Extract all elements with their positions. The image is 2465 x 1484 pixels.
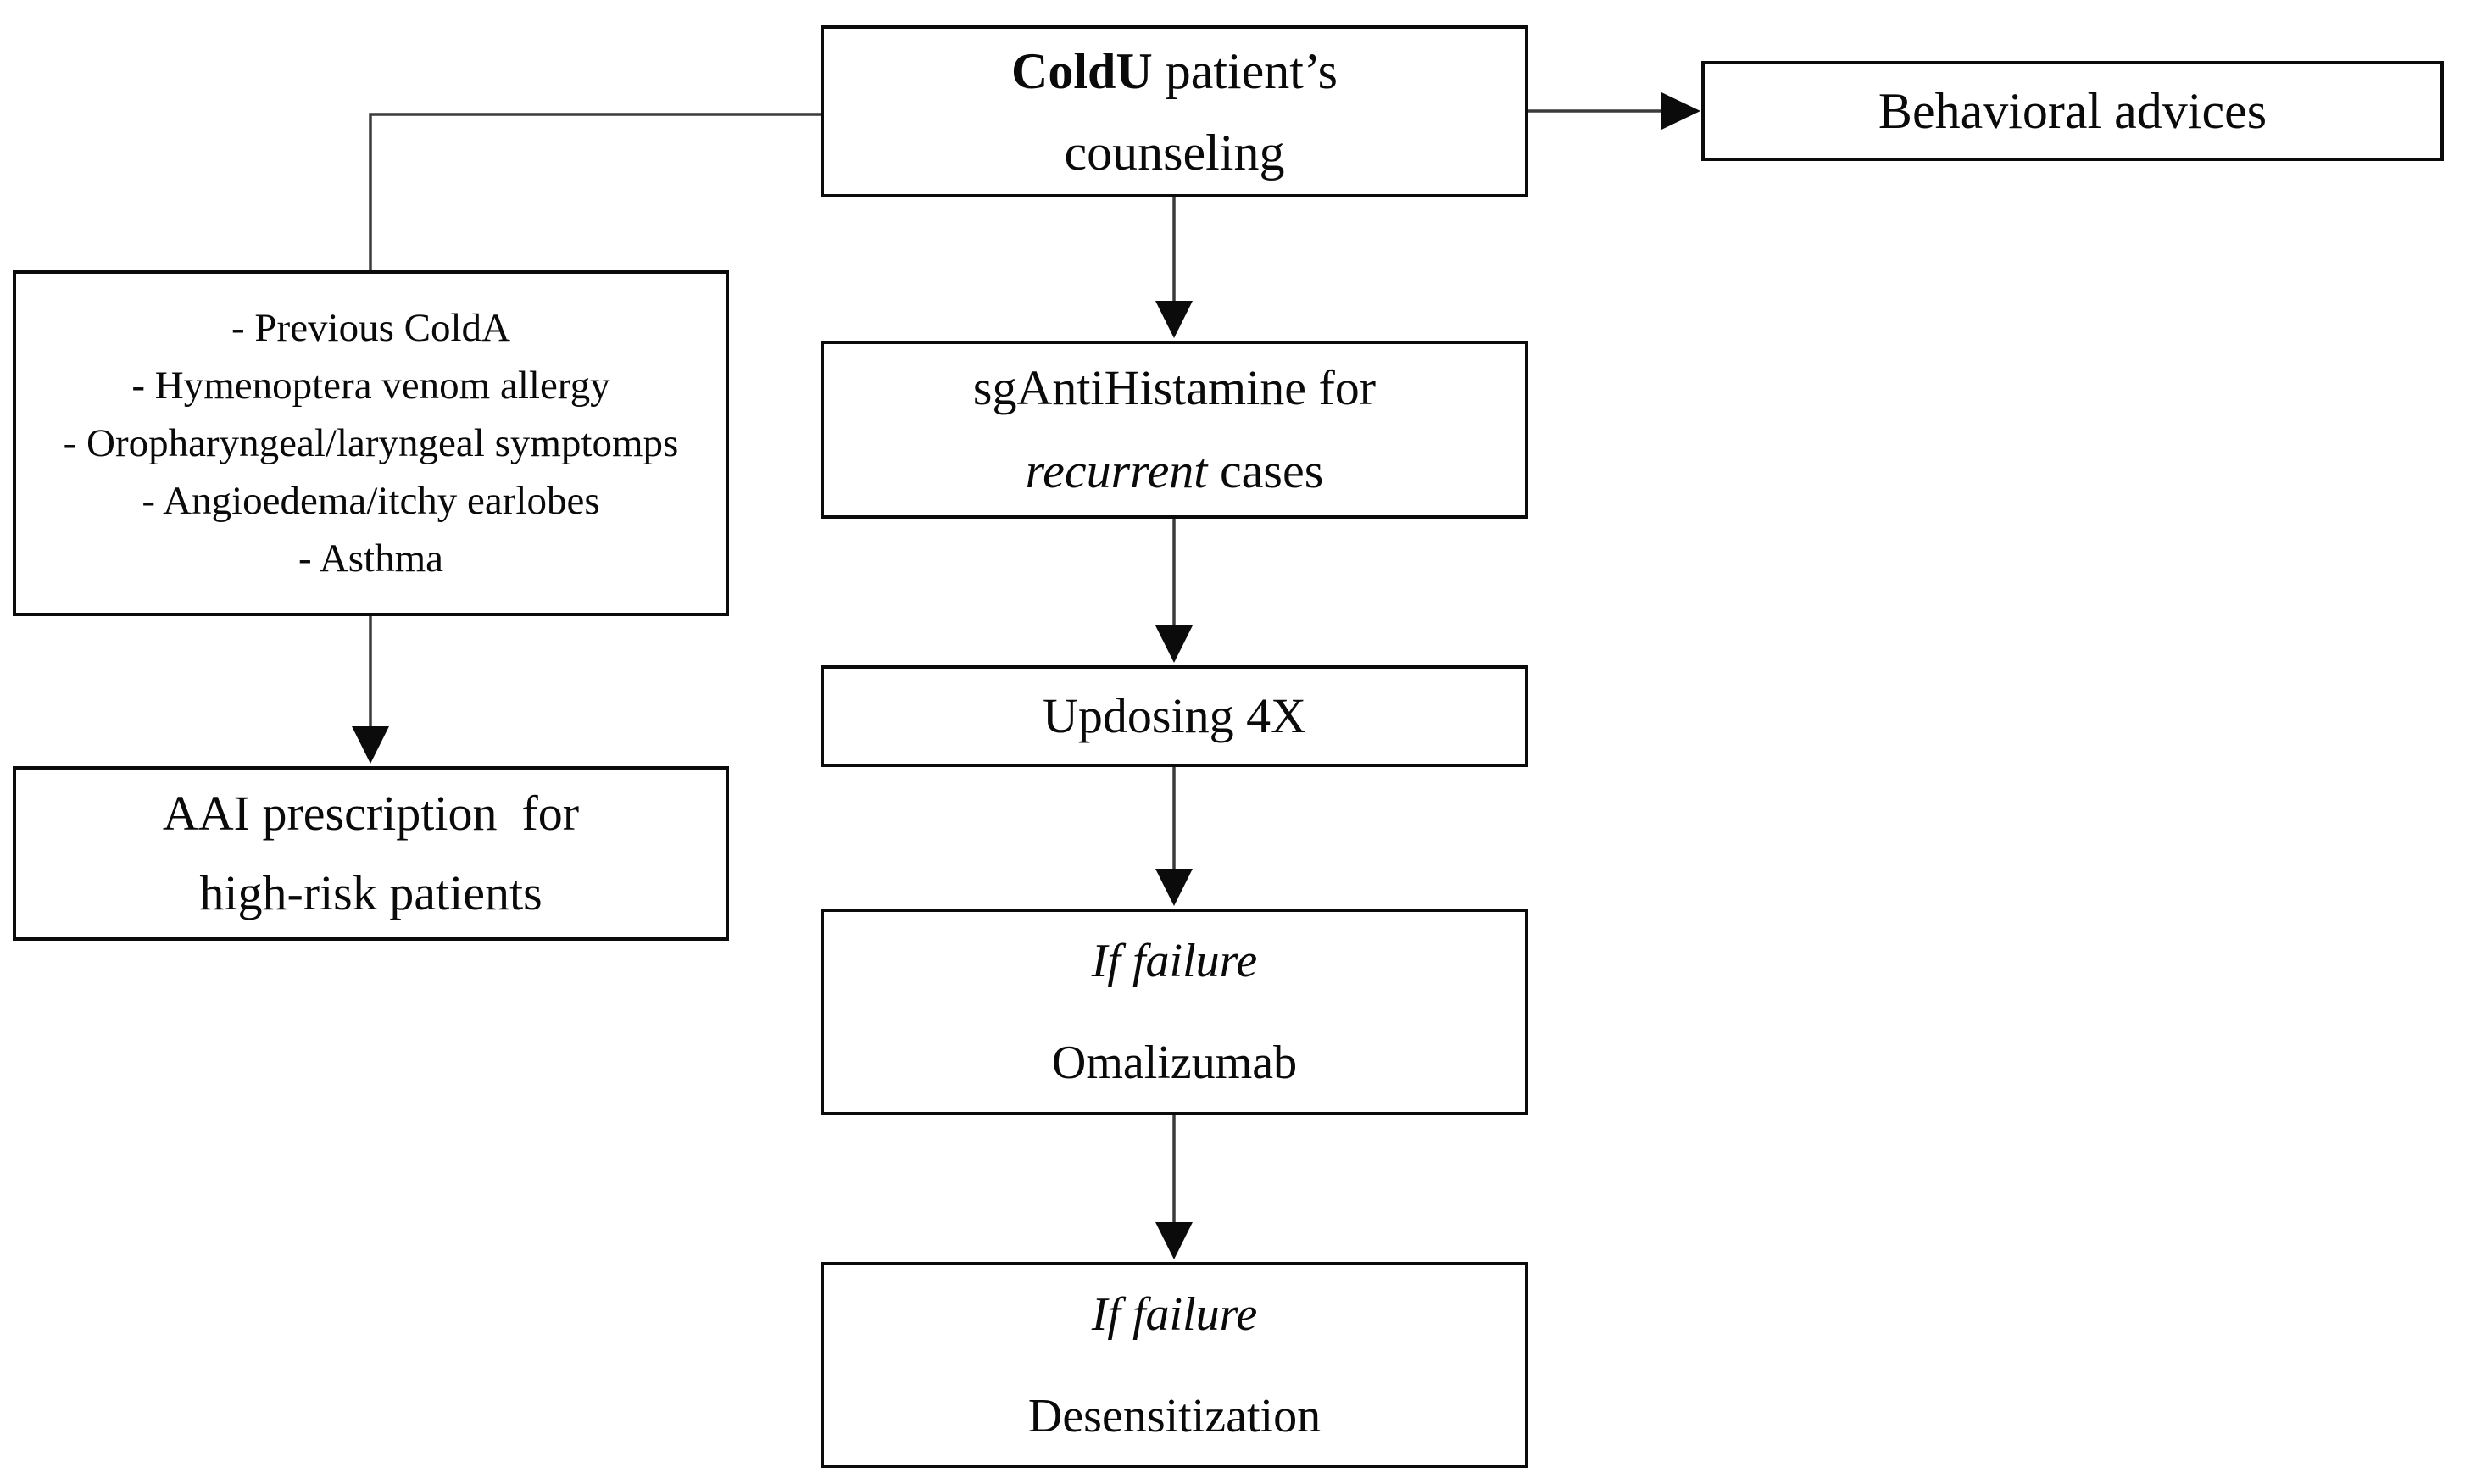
updosing-label: Updosing 4X <box>1043 688 1306 743</box>
antihistamine-line1: sgAntiHistamine for <box>972 360 1377 415</box>
coldu-counseling-line1: ColdU patient’s <box>1011 31 1338 112</box>
arrowhead-updosing <box>1155 625 1193 663</box>
node-omalizumab: If failure Omalizumab <box>821 909 1528 1115</box>
risk-factor-item: - Asthma <box>298 536 444 581</box>
aai-prescription-line2: high-risk patients <box>199 865 543 920</box>
risk-factor-item: - Previous ColdA <box>231 306 510 350</box>
arrowhead-omalizumab <box>1155 869 1193 906</box>
coldu-bold-text: ColdU <box>1011 42 1153 99</box>
omalizumab-label: Omalizumab <box>1051 1037 1298 1089</box>
node-risk-factors: - Previous ColdA - Hymenoptera venom all… <box>13 270 729 616</box>
desensitization-label: Desensitization <box>1027 1389 1322 1442</box>
antihistamine-recurrent-italic: recurrent <box>1025 443 1208 498</box>
node-antihistamine: sgAntiHistamine for recurrent cases <box>821 341 1528 519</box>
coldu-rest-text: patient’s <box>1152 42 1338 99</box>
antihistamine-cases-text: cases <box>1207 443 1324 498</box>
coldu-counseling-line2: counseling <box>1064 124 1285 181</box>
node-aai-prescription: AAI prescription for high-risk patients <box>13 766 729 941</box>
aai-prescription-line1: AAI prescription for <box>162 786 580 841</box>
node-updosing: Updosing 4X <box>821 665 1528 767</box>
risk-factor-item: - Hymenoptera venom allergy <box>131 364 610 408</box>
risk-factor-item: - Oropharyngeal/laryngeal symptomps <box>63 421 679 465</box>
arrowhead-behavioral <box>1661 92 1700 130</box>
arrowhead-desensitization <box>1155 1222 1193 1259</box>
node-coldu-counseling: ColdU patient’s counseling <box>821 25 1528 197</box>
risk-factor-item: - Angioedema/itchy earlobes <box>142 479 600 523</box>
behavioral-advices-label: Behavioral advices <box>1878 83 2267 139</box>
omalizumab-condition: If failure <box>1091 935 1258 987</box>
connector-counseling-to-riskfactors <box>369 113 822 270</box>
node-behavioral-advices: Behavioral advices <box>1701 61 2444 161</box>
antihistamine-line2: recurrent cases <box>1026 430 1324 513</box>
arrowhead-aai <box>352 726 389 764</box>
node-desensitization: If failure Desensitization <box>821 1262 1528 1468</box>
arrowhead-antihistamine <box>1155 301 1193 338</box>
desensitization-condition: If failure <box>1091 1287 1258 1341</box>
